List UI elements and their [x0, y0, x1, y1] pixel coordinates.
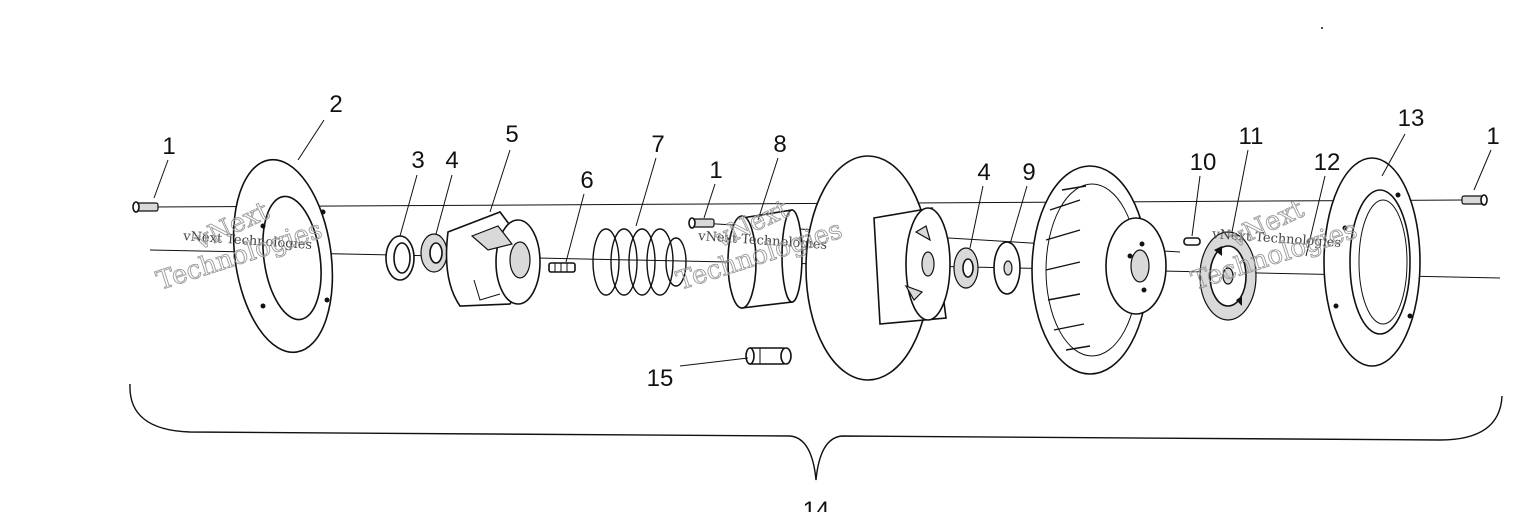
pin-10	[1183, 237, 1201, 246]
callout-7: 7	[651, 131, 664, 158]
ring-plate-13	[1323, 157, 1421, 367]
snap-ring-3	[385, 235, 415, 281]
washer-9	[993, 241, 1021, 295]
sleeve-8	[727, 209, 803, 309]
callout-4-left: 4	[445, 147, 458, 174]
bolt-middle	[688, 217, 715, 229]
pin-6	[548, 262, 576, 273]
sheave-center	[805, 155, 951, 381]
callout-9: 9	[1022, 159, 1035, 186]
callout-12: 12	[1314, 149, 1341, 176]
washer-4b	[953, 247, 979, 289]
speck	[1321, 27, 1323, 29]
assembly-brace	[129, 383, 1503, 481]
cam-5	[445, 211, 541, 307]
callout-6: 6	[580, 167, 593, 194]
fitting-15	[745, 347, 792, 365]
callout-5: 5	[505, 121, 518, 148]
callout-1-middle: 1	[709, 157, 722, 184]
callout-4-right: 4	[977, 159, 990, 186]
callout-3: 3	[411, 147, 424, 174]
finned-sheave	[1031, 165, 1167, 375]
plate-2	[232, 158, 334, 354]
callout-14: 14	[803, 497, 830, 512]
spring-7	[592, 228, 687, 296]
bolt-left	[132, 201, 159, 213]
callout-13: 13	[1398, 105, 1425, 132]
callout-10: 10	[1190, 149, 1217, 176]
callout-1-right: 1	[1486, 123, 1499, 150]
washer-4a	[420, 233, 448, 273]
leader-lines	[153, 119, 1492, 367]
callout-labels: 1 2 3 4 5 6 7 1 8 4 9 10 11 12 13 1 15 1…	[162, 91, 1499, 512]
spider-11	[1199, 231, 1257, 321]
callout-15: 15	[647, 365, 674, 392]
callout-11: 11	[1239, 123, 1264, 150]
callout-8: 8	[773, 131, 786, 158]
callout-2: 2	[329, 91, 342, 118]
bolt-right	[1461, 194, 1488, 206]
callout-1-left: 1	[162, 133, 175, 160]
